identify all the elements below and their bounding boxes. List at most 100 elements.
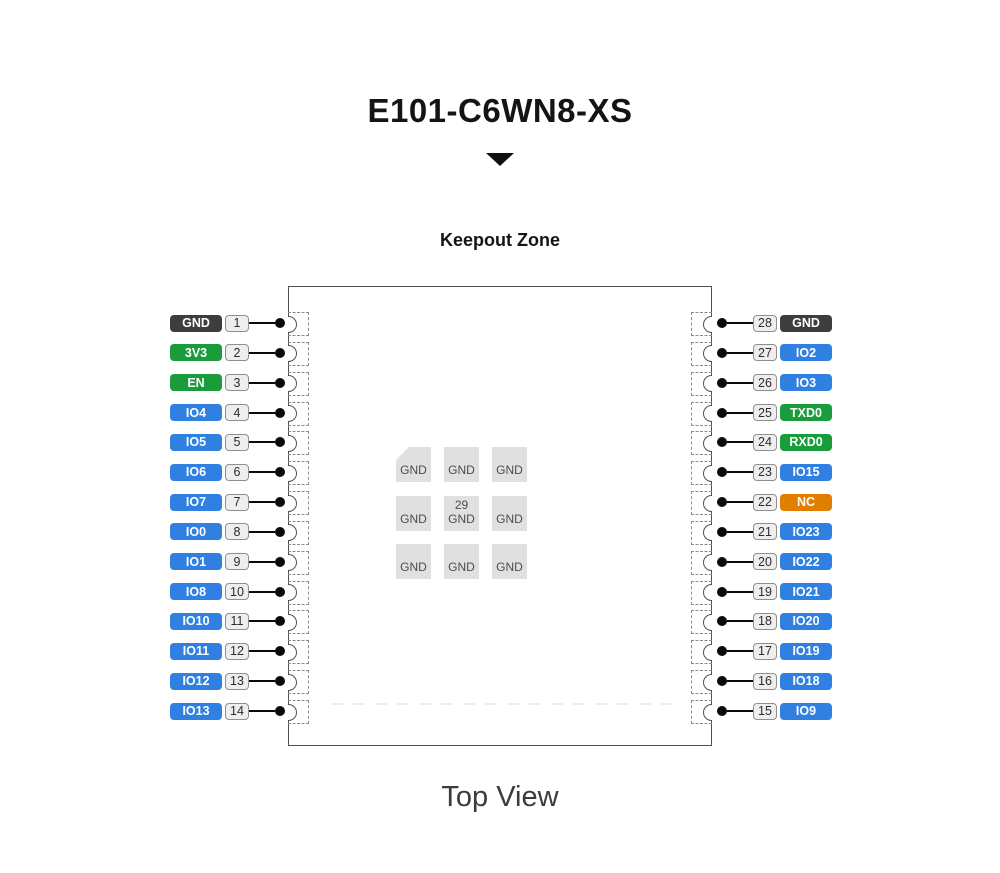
pin-label-badge: IO8 [170, 583, 222, 601]
triangle-down-icon [486, 153, 514, 166]
pin-dot [275, 526, 285, 537]
castellation-pad [691, 491, 712, 516]
castellation-notch [288, 703, 297, 721]
castellation-pad [288, 550, 309, 575]
view-label: Top View [441, 781, 559, 813]
pin-wire [249, 351, 275, 354]
pin-dot [717, 467, 727, 478]
keepout-zone-label: Keepout Zone [440, 230, 560, 250]
pin-wire [727, 650, 753, 653]
thermal-pad-label: GND [400, 511, 427, 526]
pin-number: 6 [225, 463, 249, 481]
castellation-pad [691, 520, 712, 545]
castellation-pad [288, 431, 309, 456]
pin-wire [249, 560, 275, 563]
castellation-pad [691, 371, 712, 396]
castellation-notch [703, 434, 712, 452]
castellation-pad [691, 431, 712, 456]
castellation-notch [703, 703, 712, 721]
castellation-pad [288, 371, 309, 396]
castellation-pad [691, 580, 712, 605]
pin-label-badge: IO1 [170, 553, 222, 571]
pin-wire [249, 501, 275, 504]
pin-wire [249, 650, 275, 653]
pin-label-badge: GND [780, 314, 832, 332]
pin-label-badge: IO19 [780, 642, 832, 660]
pin-dot [717, 706, 727, 716]
pin-number: 14 [225, 702, 249, 720]
pin-number: 27 [753, 344, 777, 362]
pin-number: 28 [753, 314, 777, 332]
pin-dot [717, 676, 727, 687]
castellation-notch [703, 494, 712, 512]
pin-wire [727, 322, 753, 324]
thermal-pad-label: GND [448, 511, 475, 526]
pin-dot [717, 556, 727, 567]
pin-label-badge: NC [780, 493, 832, 511]
castellation-notch [703, 643, 712, 661]
pin-label-badge: IO5 [170, 433, 222, 451]
castellation-pad [288, 640, 309, 665]
castellation-pad [691, 550, 712, 575]
castellation-pad [288, 312, 309, 336]
castellation-pad [691, 670, 712, 695]
pin-dot [275, 646, 285, 657]
pin-label-badge: IO23 [780, 523, 832, 541]
pin-dot [717, 646, 727, 657]
castellation-pad [288, 670, 309, 695]
pin-dot [717, 437, 727, 448]
pin-number: 11 [225, 612, 249, 630]
pin-number: 9 [225, 553, 249, 571]
pin-label-badge: IO13 [170, 702, 222, 720]
pin-number: 18 [753, 612, 777, 630]
pin-label-badge: IO2 [780, 344, 832, 362]
pin-wire [727, 620, 753, 623]
pin-dot [275, 586, 285, 597]
castellation-pad [691, 341, 712, 366]
thermal-pad-label: GND [448, 463, 475, 478]
pin-dot [717, 347, 727, 358]
castellation-pad [288, 700, 309, 724]
pin-dot [275, 706, 285, 716]
pin-wire [249, 620, 275, 623]
pin-number: 24 [753, 433, 777, 451]
pin-wire [727, 501, 753, 504]
pin-wire [249, 680, 275, 683]
pin-dot [717, 407, 727, 418]
pin-label-badge: RXD0 [780, 433, 832, 451]
pin-wire [249, 441, 275, 444]
thermal-pad-gnd: GND [396, 544, 431, 579]
pin-number: 16 [753, 672, 777, 690]
pin-dot [275, 318, 285, 328]
pin-dot [717, 526, 727, 537]
pin-wire [727, 590, 753, 593]
thermal-pad-gnd: GND [492, 495, 527, 531]
pin-number: 15 [753, 702, 777, 720]
thermal-pad-label: GND [496, 511, 523, 526]
castellation-pad [288, 401, 309, 426]
pin-number: 12 [225, 642, 249, 660]
pin-label-badge: IO18 [780, 672, 832, 690]
pin-dot [275, 377, 285, 388]
castellation-pad [691, 640, 712, 665]
pin-number: 22 [753, 493, 777, 511]
pin-wire [727, 680, 753, 683]
castellation-pad [288, 341, 309, 366]
castellation-pad [691, 461, 712, 486]
